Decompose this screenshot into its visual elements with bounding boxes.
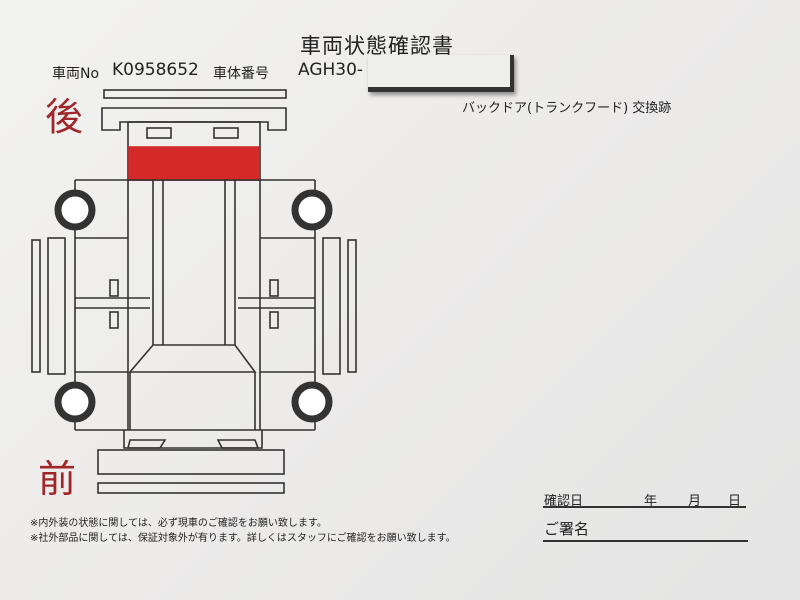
vehicle-no-label: 車両No (52, 66, 100, 82)
rear-label: 後 (45, 95, 84, 139)
signature-label: ご署名 (544, 520, 590, 538)
confirm-date-label: 確認日 (544, 494, 584, 509)
month-label: 月 (688, 494, 702, 509)
front-label: 前 (38, 457, 77, 501)
note-1: ※内外装の状態に関しては、必ず現車のご確認をお願い致します。 (30, 518, 327, 529)
damage-annotation: バックドア(トランクフード) 交換跡 (462, 101, 672, 116)
date-line (543, 506, 746, 508)
vehicle-no: K0958652 (112, 60, 199, 80)
signature-line (543, 540, 748, 542)
redaction-sticker (368, 55, 514, 92)
chassis-no: AGH30- (298, 60, 364, 80)
note-2: ※社外部品に関しては、保証対象外が有ります。詳しくはスタッフにご確認をお願い致し… (30, 533, 456, 544)
backdoor-damage-area (128, 146, 260, 181)
day-label: 日 (728, 494, 742, 509)
document-title: 車両状態確認書 (300, 34, 454, 58)
chassis-label: 車体番号 (213, 66, 269, 82)
year-label: 年 (644, 494, 658, 509)
